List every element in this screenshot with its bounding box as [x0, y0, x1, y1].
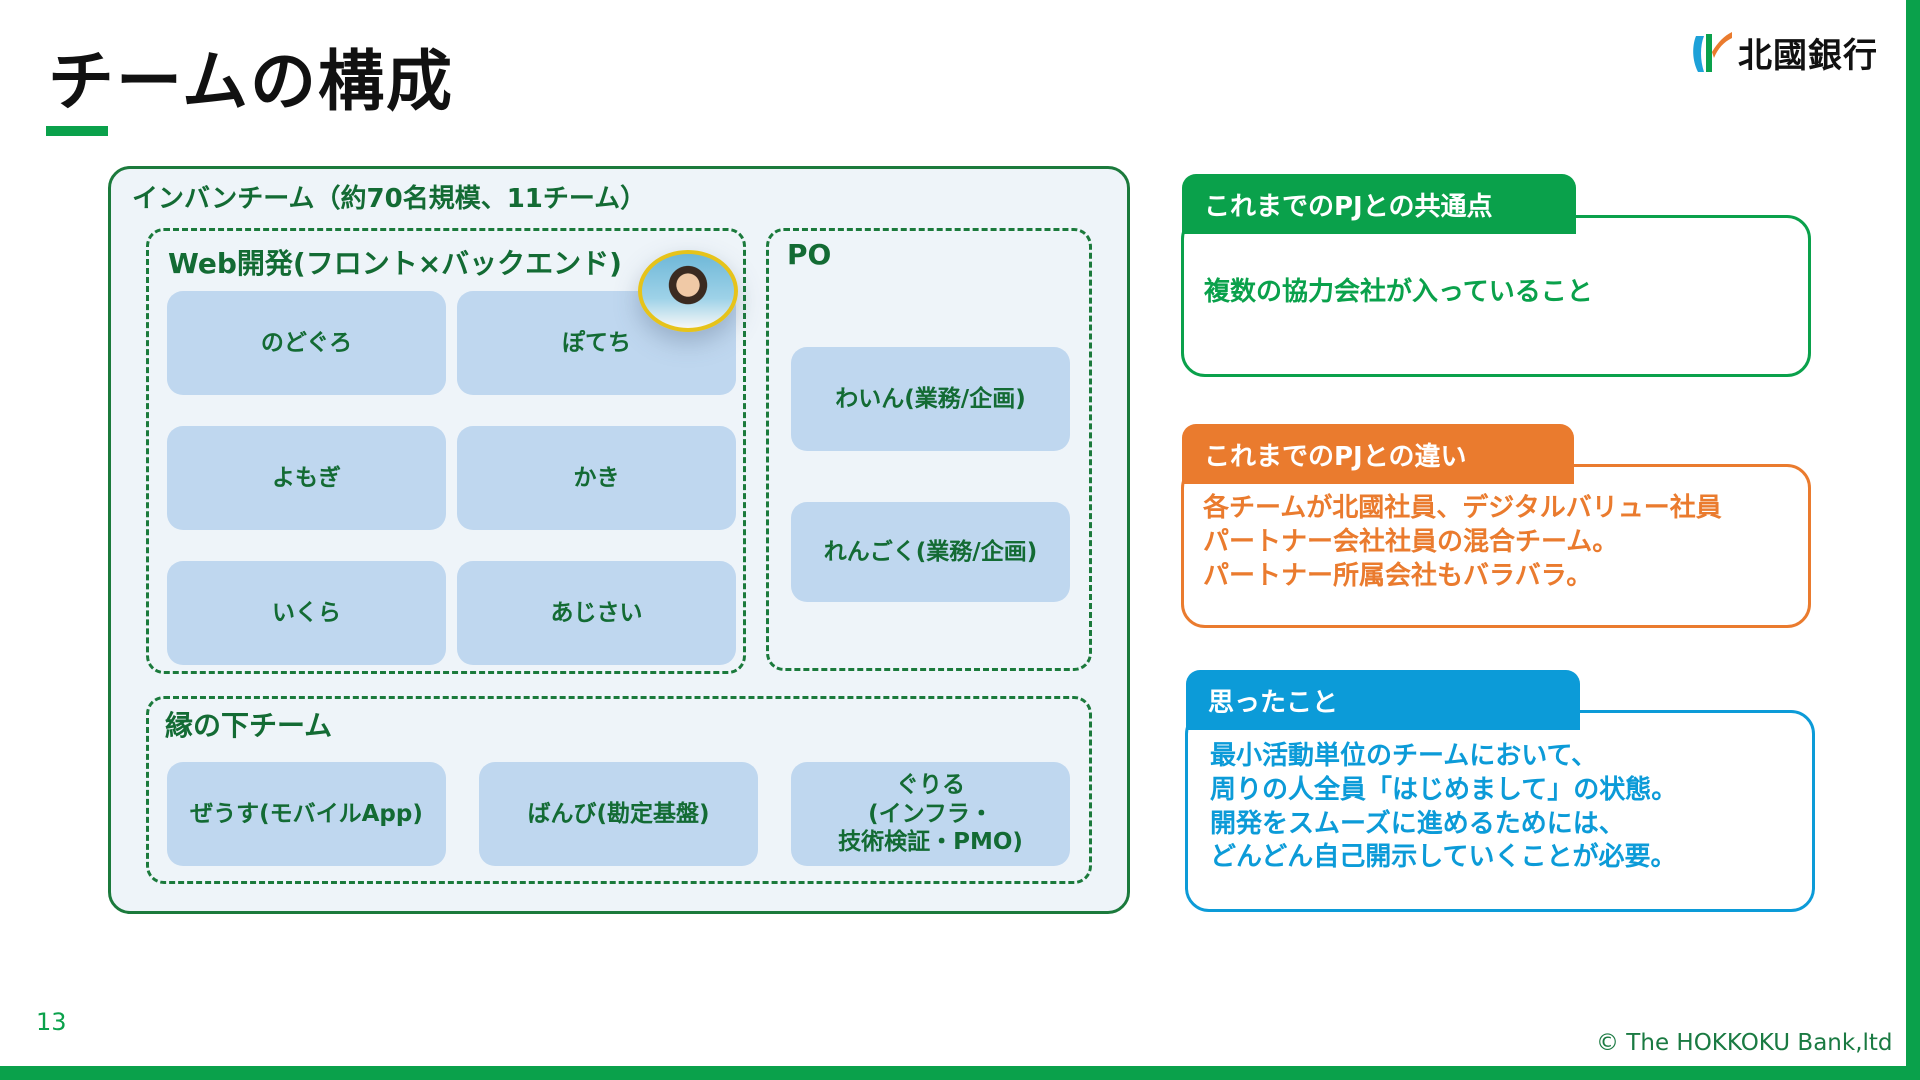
common-points-text: 複数の協力会社が入っていること	[1204, 277, 1593, 307]
team-card-zeus: ぜうす(モバイルApp)	[167, 762, 446, 866]
title-underline	[46, 126, 108, 136]
po-label: PO	[787, 238, 832, 271]
po-group	[766, 228, 1092, 671]
team-card-bambi: ばんび(勘定基盤)	[479, 762, 758, 866]
thoughts-text: 最小活動単位のチームにおいて、 周りの人全員「はじめまして」の状態。 開発をスム…	[1210, 741, 1678, 873]
team-card-rengoku: れんごく(業務/企画)	[791, 502, 1070, 602]
member-avatar	[638, 250, 738, 332]
support-team-label: 縁の下チーム	[165, 709, 333, 742]
web-dev-group	[146, 228, 746, 674]
copyright-text: © The HOKKOKU Bank,ltd	[1596, 1030, 1893, 1056]
page-number: 13	[36, 1008, 67, 1036]
differences-text: 各チームが北國社員、デジタルバリュー社員 パートナー会社社員の混合チーム。 パー…	[1203, 493, 1722, 591]
team-card-yomogi: よもぎ	[167, 426, 446, 530]
common-points-tab: これまでのPJとの共通点	[1182, 174, 1576, 234]
thoughts-tab: 思ったこと	[1186, 670, 1580, 730]
hokkoku-bank-logo-icon	[1693, 32, 1732, 72]
team-card-grill: ぐりる (インフラ・ 技術検証・PMO)	[791, 762, 1070, 866]
team-card-kaki: かき	[457, 426, 736, 530]
bottom-border-bar	[0, 1066, 1920, 1080]
right-border-bar	[1906, 0, 1920, 1080]
team-card-ajisai: あじさい	[457, 561, 736, 665]
team-title: インバンチーム（約70名規模、11チーム）	[132, 184, 647, 214]
team-card-ikura: いくら	[167, 561, 446, 665]
differences-tab: これまでのPJとの違い	[1182, 424, 1574, 484]
web-dev-label: Web開発(フロント×バックエンド)	[168, 247, 622, 280]
bank-logo: 北國銀行	[1690, 28, 1878, 76]
logo-text: 北國銀行	[1738, 35, 1878, 76]
slide-title: チームの構成	[48, 43, 455, 120]
team-card-wine: わいん(業務/企画)	[791, 347, 1070, 451]
team-card-nodoguro: のどぐろ	[167, 291, 446, 395]
support-team-group	[146, 696, 1092, 884]
